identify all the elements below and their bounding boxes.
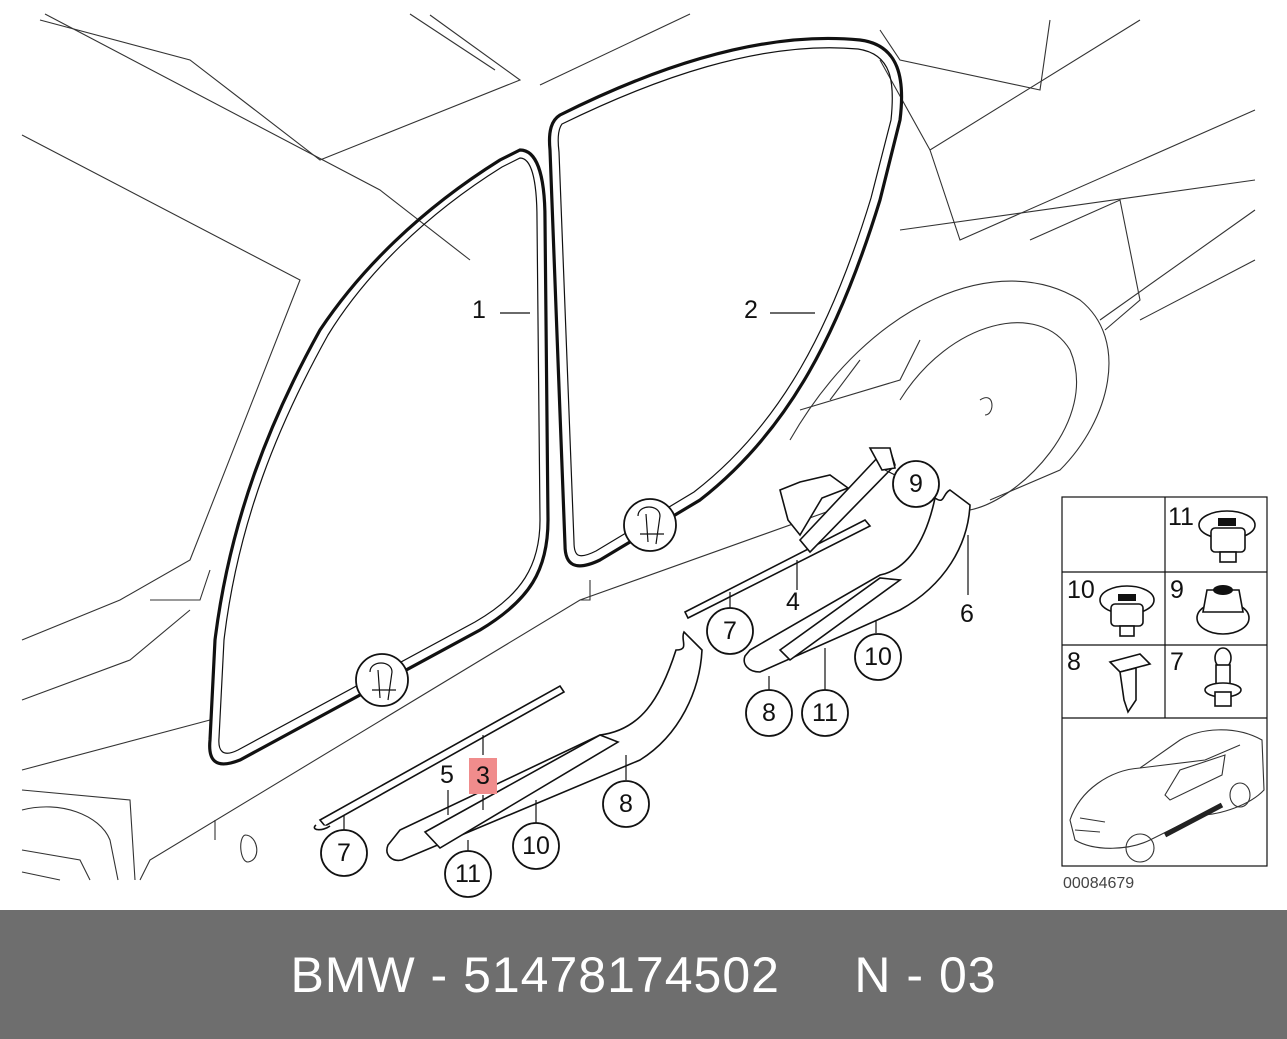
circled-callout-11-rear: 11: [801, 689, 849, 737]
callout-1: 1: [472, 296, 486, 324]
seal-detail-front: [355, 653, 409, 707]
svg-text:8: 8: [619, 790, 633, 818]
callout-3-highlighted: 3: [469, 758, 497, 794]
nut-9-icon: [1196, 585, 1250, 635]
pin-7-icon: [1204, 647, 1242, 707]
inset-label-11: 11: [1168, 503, 1194, 531]
car-locator-icon: [1069, 729, 1265, 863]
circled-callout-10-front: 10: [512, 822, 560, 870]
inset-label-7: 7: [1170, 648, 1184, 676]
car-body-outline: [21, 13, 1256, 881]
circled-callout-11-front: 11: [444, 850, 492, 898]
svg-text:9: 9: [909, 470, 923, 498]
front-door-seal: [208, 148, 550, 766]
parts-diagram: 1 2 4 5 6 3 9 7 10 8 11 7 11 10 8 11 10 …: [21, 13, 1268, 898]
svg-text:7: 7: [337, 839, 351, 867]
circled-callout-7-front: 7: [320, 829, 368, 877]
callout-3: 3: [476, 762, 490, 790]
svg-text:10: 10: [522, 832, 550, 860]
front-sill-cover: [313, 630, 703, 862]
part-number-text: BMW - 51478174502 N - 03: [290, 946, 997, 1003]
rear-door-seal: [547, 36, 904, 568]
inset-label-10: 10: [1067, 576, 1095, 604]
svg-text:11: 11: [812, 699, 838, 727]
highlight-box: [469, 758, 497, 794]
callout-2: 2: [744, 296, 758, 324]
callout-4: 4: [786, 588, 800, 616]
circled-callout-9: 9: [892, 460, 940, 508]
clip-11-icon: [1198, 510, 1256, 563]
circled-callout-7-rear: 7: [706, 607, 754, 655]
callout-6: 6: [960, 600, 974, 628]
svg-text:8: 8: [762, 699, 776, 727]
svg-text:10: 10: [864, 643, 892, 671]
inset-label-9: 9: [1170, 576, 1184, 604]
seal-detail-rear: [623, 498, 677, 552]
svg-text:11: 11: [455, 860, 481, 888]
rear-sill-cover: [683, 447, 971, 673]
inset-label-8: 8: [1067, 648, 1081, 676]
clip-8-icon: [1108, 653, 1152, 714]
leader-lines: [343, 312, 969, 852]
fastener-inset: 11 10 9 8 7: [1061, 496, 1268, 892]
drawing-number: 00084679: [1063, 875, 1134, 892]
clip-10-icon: [1099, 585, 1155, 637]
circled-callout-8-front: 8: [602, 780, 650, 828]
callout-5: 5: [440, 761, 454, 789]
part-number-footer: BMW - 51478174502 N - 03: [0, 910, 1287, 1039]
circled-callout-10-rear: 10: [854, 633, 902, 681]
circled-callout-8-rear: 8: [745, 689, 793, 737]
svg-text:7: 7: [723, 617, 737, 645]
